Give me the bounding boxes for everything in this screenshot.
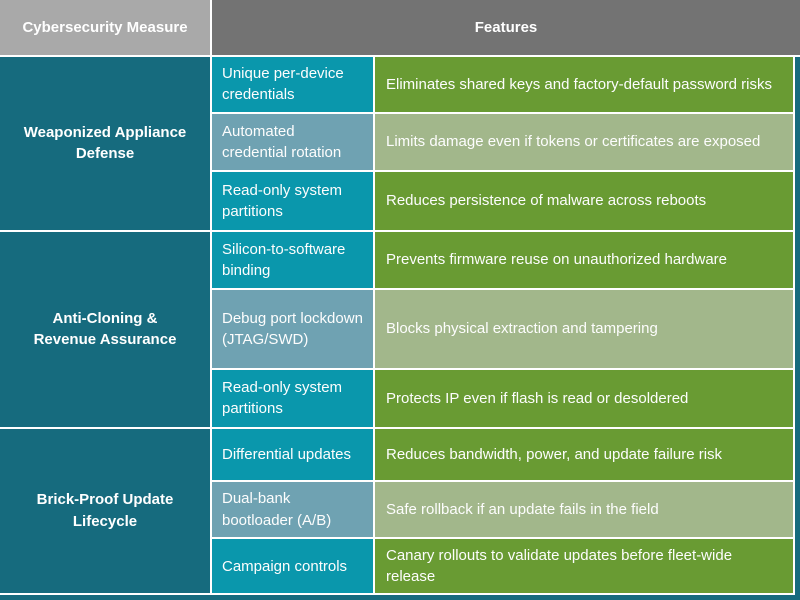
feature-desc-cell: Protects IP even if flash is read or des… (375, 369, 793, 428)
feature-desc-cell: Eliminates shared keys and factory-defau… (375, 57, 793, 112)
feature-name-cell: Read-only system partitions (212, 369, 373, 428)
feature-name-cell: Read-only system partitions (212, 172, 373, 230)
header-cybersecurity-measure: Cybersecurity Measure (0, 0, 210, 55)
feature-name-cell: Silicon-to-software binding (212, 231, 373, 289)
feature-desc-cell: Limits damage even if tokens or certific… (375, 113, 793, 171)
feature-desc-cell: Safe rollback if an update fails in the … (375, 481, 793, 538)
feature-desc-cell: Blocks physical extraction and tampering (375, 290, 793, 368)
feature-name-cell: Automated credential rotation (212, 113, 373, 171)
measure-group-cell: Anti-Cloning & Revenue Assurance (0, 231, 210, 428)
feature-desc-cell: Prevents firmware reuse on unauthorized … (375, 231, 793, 289)
feature-name-cell: Unique per-device credentials (212, 57, 373, 112)
feature-desc-cell: Reduces bandwidth, power, and update fai… (375, 429, 793, 480)
table-body: Weaponized Appliance Defense Unique per-… (0, 57, 800, 600)
table-header-row: Cybersecurity Measure Features (0, 0, 800, 55)
measure-group-cell: Weaponized Appliance Defense (0, 57, 210, 230)
feature-name-cell: Campaign controls (212, 539, 373, 593)
measure-group-cell: Brick-Proof Update Lifecycle (0, 429, 210, 593)
feature-name-cell: Differential updates (212, 429, 373, 480)
feature-name-cell: Debug port lockdown (JTAG/SWD) (212, 290, 373, 368)
feature-desc-cell: Canary rollouts to validate updates befo… (375, 539, 793, 593)
feature-desc-cell: Reduces persistence of malware across re… (375, 172, 793, 230)
feature-name-cell: Dual-bank bootloader (A/B) (212, 481, 373, 538)
header-features: Features (212, 0, 800, 55)
